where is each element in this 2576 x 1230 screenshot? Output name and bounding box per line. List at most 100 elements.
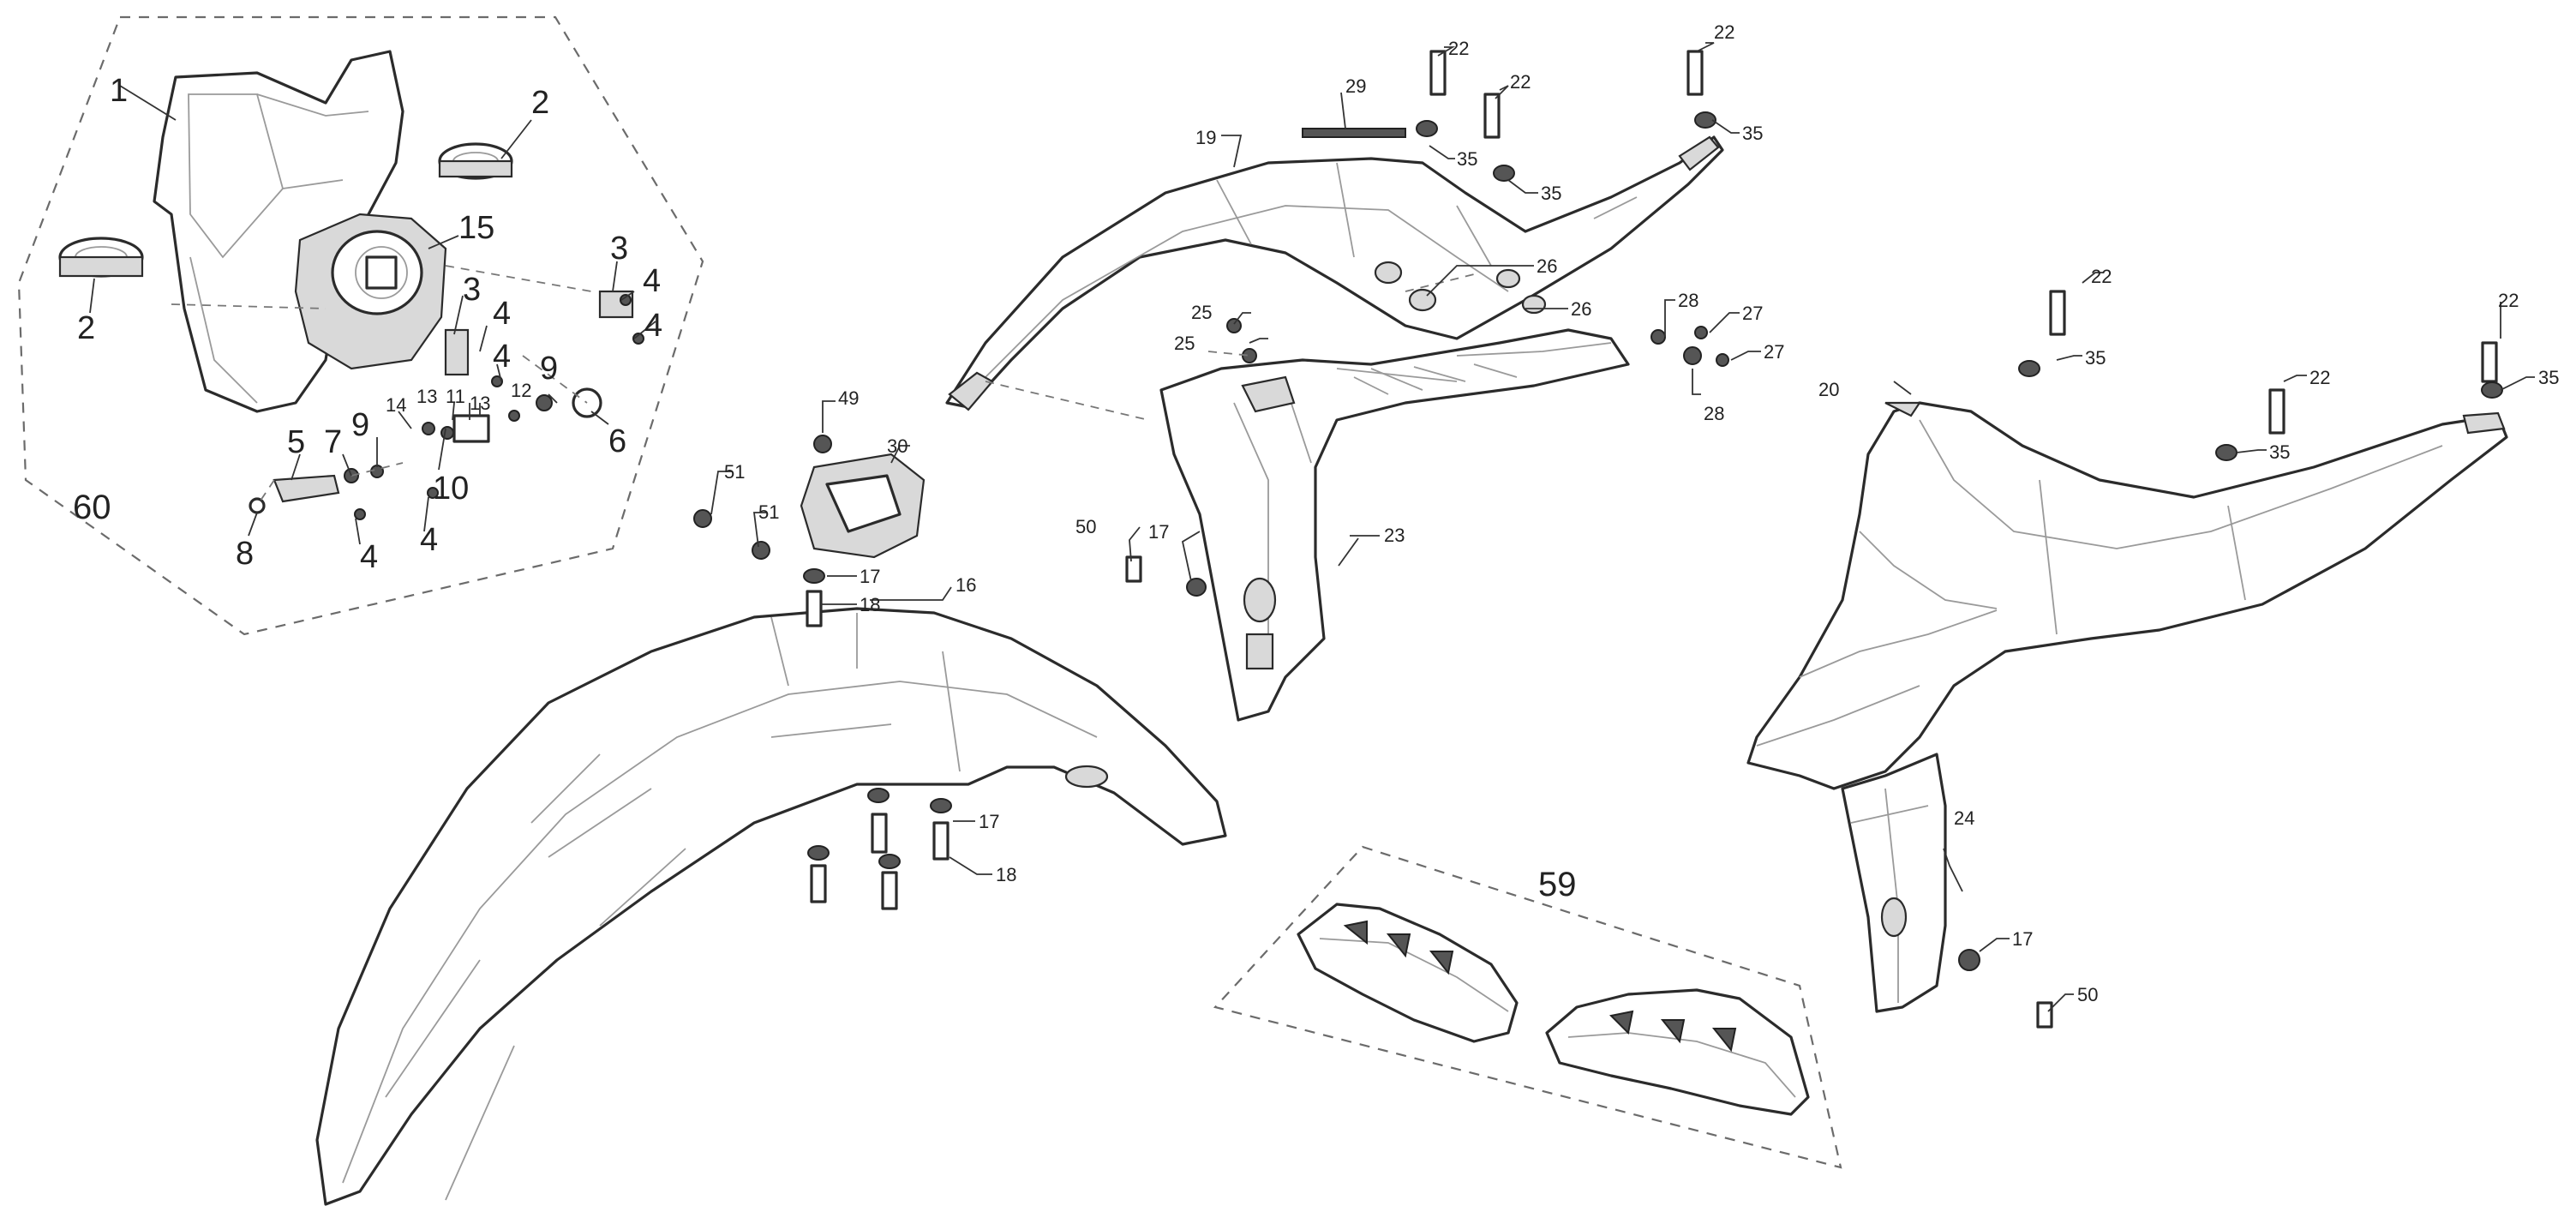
screw-25b — [1242, 348, 1257, 363]
label-26b: 26 — [1571, 298, 1591, 320]
handguard-left — [1297, 903, 1519, 1043]
label-4b: 4 — [644, 308, 662, 344]
label-8: 8 — [236, 536, 254, 572]
bracket-3-lower — [444, 328, 470, 376]
label-35d: 35 — [2085, 347, 2106, 369]
screw-27b — [1716, 353, 1729, 367]
bolt-51a — [693, 509, 712, 528]
label-50b: 50 — [2077, 984, 2098, 1005]
label-35c: 35 — [1742, 123, 1763, 144]
label-30: 30 — [887, 435, 908, 457]
label-6: 6 — [608, 423, 626, 459]
label-17b: 17 — [979, 811, 999, 832]
label-1: 1 — [110, 73, 128, 109]
label-27b: 27 — [1764, 341, 1784, 363]
grommet-28b — [1683, 346, 1702, 365]
label-35e: 35 — [2269, 441, 2290, 463]
label-14: 14 — [386, 394, 406, 416]
washer-17d — [1958, 949, 1980, 971]
fork-clamp-right — [438, 142, 513, 180]
label-9b: 9 — [540, 351, 558, 387]
label-4a: 4 — [643, 263, 661, 299]
label-3a: 3 — [610, 231, 628, 267]
label-22b: 22 — [1510, 71, 1531, 93]
label-28b: 28 — [1704, 403, 1724, 424]
washer-9a — [370, 465, 384, 478]
label-2a: 2 — [531, 85, 549, 121]
label-25b: 25 — [1174, 333, 1195, 354]
washer-17a — [803, 568, 825, 584]
label-60: 60 — [73, 489, 111, 526]
side-panel-left — [945, 135, 1724, 409]
label-59: 59 — [1538, 866, 1577, 903]
label-35f: 35 — [2538, 367, 2559, 388]
label-22c: 22 — [1714, 21, 1734, 43]
label-18b: 18 — [996, 864, 1016, 885]
label-7: 7 — [324, 424, 342, 460]
label-27a: 27 — [1742, 303, 1763, 324]
bolt-22a — [1429, 50, 1447, 96]
label-17c: 17 — [1148, 521, 1169, 543]
washer-17b — [930, 798, 952, 813]
label-13b: 13 — [470, 393, 490, 414]
label-22d: 22 — [2091, 266, 2112, 287]
label-22a: 22 — [1448, 38, 1469, 59]
label-5: 5 — [287, 424, 305, 460]
label-11: 11 — [446, 386, 465, 407]
headlight-assembly-group: 1 2 2 15 3 4 4 3 4 4 9 6 5 7 9 14 13 11 … — [17, 15, 704, 636]
bolt-50b — [2036, 1001, 2053, 1029]
bracket-10 — [452, 414, 490, 443]
bracket-5 — [273, 474, 340, 503]
label-17a: 17 — [860, 566, 880, 587]
bolt-18a — [806, 590, 823, 627]
handguard-group: 59 — [1213, 845, 1842, 1169]
handguard-right — [1545, 988, 1810, 1116]
label-13a: 13 — [416, 386, 437, 407]
label-51a: 51 — [724, 461, 745, 483]
label-35b: 35 — [1541, 183, 1561, 204]
grommet-28a — [1650, 329, 1666, 345]
bolt-22d — [2049, 290, 2066, 336]
group-59-outline — [1213, 845, 1842, 1169]
label-23: 23 — [1384, 525, 1405, 546]
label-18a: 18 — [860, 594, 880, 615]
bolt-22b — [1483, 93, 1501, 139]
label-28a: 28 — [1678, 290, 1698, 311]
front-fender — [315, 607, 1227, 1206]
label-26a: 26 — [1537, 255, 1557, 277]
group-60-outline — [17, 15, 704, 636]
front-fender-group: 49 30 51 51 17 18 16 17 18 — [315, 387, 1227, 1206]
tank-cover-23 — [1159, 328, 1630, 722]
label-51b: 51 — [758, 501, 779, 523]
label-17d: 17 — [2012, 928, 2033, 950]
clip-26b — [1495, 268, 1521, 289]
bolt-22e — [2268, 388, 2285, 435]
label-19: 19 — [1195, 127, 1216, 148]
label-2b: 2 — [77, 310, 95, 346]
screw-27a — [1694, 326, 1708, 339]
label-4f: 4 — [420, 522, 438, 558]
label-22e: 22 — [2309, 367, 2330, 388]
label-4e: 4 — [360, 539, 378, 575]
label-22f: 22 — [2498, 290, 2519, 311]
label-4d: 4 — [493, 339, 511, 375]
label-24: 24 — [1954, 807, 1974, 829]
bolt-51b — [752, 541, 770, 560]
label-3b: 3 — [463, 272, 481, 308]
label-20: 20 — [1818, 379, 1839, 400]
bolt-22c — [1686, 50, 1704, 96]
label-35a: 35 — [1457, 148, 1477, 170]
right-shroud-group: 22 35 22 35 22 35 20 24 17 50 — [1746, 266, 2559, 1029]
left-shroud-group: 19 29 22 22 22 35 35 35 26 26 25 25 28 2… — [945, 21, 1784, 722]
bolt-22f — [2481, 341, 2498, 383]
clip-26a — [1374, 261, 1403, 285]
label-9a: 9 — [351, 407, 369, 443]
lower-cover-24 — [1841, 753, 1947, 1013]
label-49: 49 — [838, 387, 859, 409]
label-25a: 25 — [1191, 302, 1212, 323]
side-panel-right — [1746, 401, 2508, 790]
nut-49 — [813, 435, 832, 453]
label-50a: 50 — [1075, 516, 1096, 537]
label-15: 15 — [458, 210, 494, 246]
